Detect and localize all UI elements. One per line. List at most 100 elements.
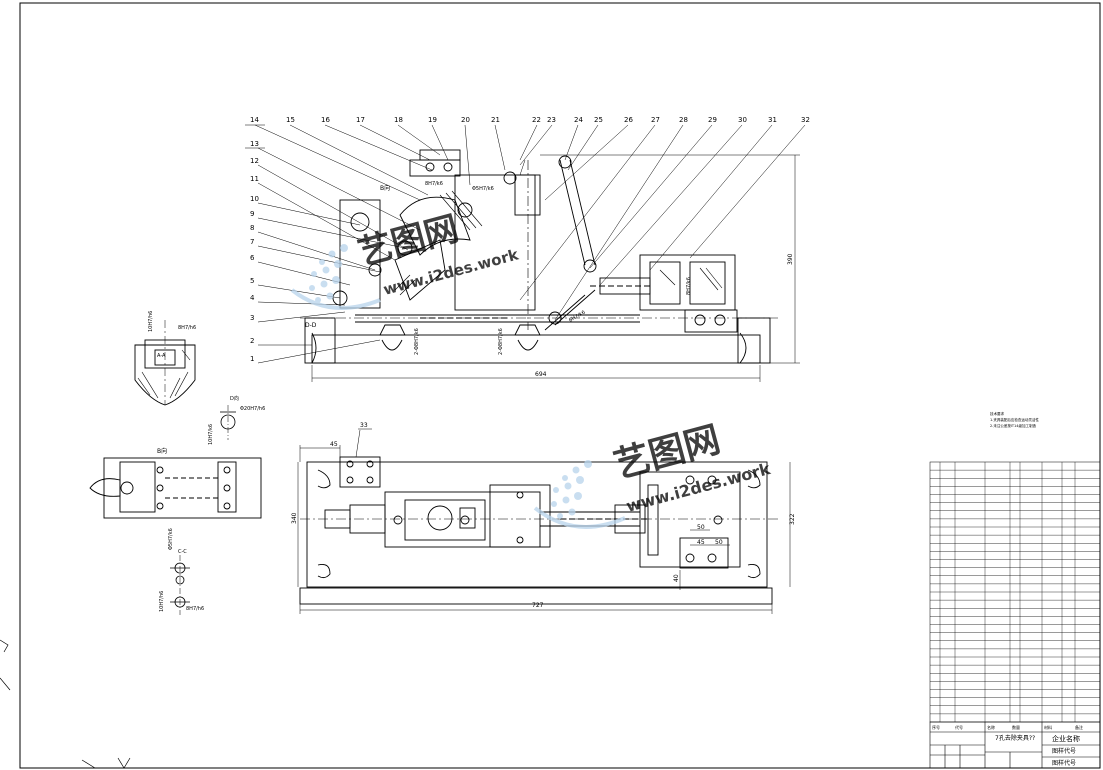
- section-cc-text: C-C Φ5H7/k6 10H7/h6 8H7/h6: [159, 528, 204, 612]
- label-bb-front: B向: [380, 184, 390, 192]
- fit-f4: 2-Φ8H7/k6: [498, 328, 504, 355]
- b-view-text: B向: [157, 447, 167, 455]
- balloon-33: 33: [360, 422, 368, 429]
- balloon-19: 19: [428, 116, 437, 124]
- balloon-labels-left: 13 12 11 10 9 8 7 6 5 4 3 2 1: [250, 140, 259, 363]
- b-view: [89, 457, 262, 519]
- balloon-9: 9: [250, 210, 254, 218]
- front-view-dimensions: [311, 154, 800, 382]
- balloon-11: 11: [250, 175, 259, 183]
- balloon-17: 17: [356, 116, 365, 124]
- watermark-upper: 艺图网 www.i2des.work: [290, 209, 521, 310]
- label-aa: A-A: [157, 353, 166, 359]
- fit-f7: 8H7/h6: [178, 325, 196, 331]
- balloon-1: 1: [250, 355, 254, 363]
- fit-f6-cc: 10H7/h6: [159, 591, 165, 612]
- balloon-32: 32: [801, 116, 810, 124]
- balloon-15: 15: [286, 116, 295, 124]
- fit-f6: 10H7/h6: [148, 311, 154, 332]
- fit-f9: 10H7/k6: [208, 424, 214, 445]
- dim-small-a: 45: [330, 441, 338, 448]
- bom-header-qty: 数量: [1012, 724, 1020, 730]
- balloon-21: 21: [491, 116, 500, 124]
- balloon-13: 13: [250, 140, 259, 148]
- balloon-14: 14: [250, 116, 259, 124]
- top-view-dimensions: [297, 445, 791, 614]
- label-bb: B向: [157, 447, 167, 455]
- balloon-22: 22: [532, 116, 541, 124]
- balloon-4: 4: [250, 294, 255, 302]
- balloon-18: 18: [394, 116, 403, 124]
- drawing-code-2: 图样代号: [1052, 759, 1076, 767]
- company-name: 企业名称: [1052, 734, 1080, 743]
- balloon-16: 16: [321, 116, 330, 124]
- fit-f2-cc: Φ5H7/k6: [168, 528, 174, 550]
- title-block: [929, 721, 1101, 769]
- balloon-30: 30: [738, 116, 747, 124]
- dim-small-d: 50: [697, 524, 705, 531]
- bom-rows: [930, 469, 1100, 715]
- front-view-dim-text: 694 390 B向 D-D 8H7/k6 Φ5H7/k6 2-Φ8H7/k6 …: [305, 181, 794, 378]
- balloon-8: 8: [250, 224, 254, 232]
- bom-header-material: 材料: [1044, 724, 1052, 730]
- dim-small-e: 40: [673, 574, 680, 582]
- dim-height-front: 390: [787, 253, 794, 265]
- balloon-26: 26: [624, 116, 633, 124]
- balloon-25: 25: [594, 116, 603, 124]
- d-view: [220, 405, 236, 440]
- fit-f2: Φ5H7/k6: [472, 186, 494, 192]
- fit-f8: Φ20H7/h6: [240, 406, 265, 412]
- tech-req-title: 技术要求: [990, 411, 1004, 416]
- balloon-20: 20: [461, 116, 470, 124]
- balloon-23: 23: [547, 116, 556, 124]
- bom-columns: [939, 462, 1076, 722]
- section-aa-text: 10H7/h6 8H7/h6 A-A: [148, 311, 196, 359]
- bom-header-code: 代号: [955, 724, 963, 730]
- fit-f7-cc: 8H7/h6: [186, 606, 204, 612]
- section-aa-view: [134, 320, 196, 406]
- drawing-frame: [19, 2, 1101, 769]
- balloon-28: 28: [679, 116, 688, 124]
- fit-f10: 8H7/k6: [686, 277, 692, 295]
- drawing-code-1: 图样代号: [1052, 747, 1076, 755]
- balloon-7: 7: [250, 238, 254, 246]
- bom-header-name: 名称: [987, 724, 995, 730]
- dim-small-b: 45: [697, 539, 705, 546]
- drawing-name: 7孔去除夹具??: [995, 734, 1035, 742]
- balloon-27: 27: [651, 116, 660, 124]
- section-aa-hatching: [137, 349, 191, 399]
- fit-f1: 8H7/k6: [425, 181, 443, 187]
- d-view-text: D向 Φ20H7/h6 10H7/k6: [208, 395, 265, 445]
- tech-req-line2: 2.未注公差按IT14级加工制造: [990, 423, 1036, 428]
- top-view: [299, 456, 780, 605]
- tech-req-line1: 1.夹具装配后应检查运动灵活性: [990, 417, 1039, 422]
- dim-overall-length-front: 694: [535, 371, 547, 378]
- dim-overall-length-top: 727: [532, 602, 544, 609]
- balloon-31: 31: [768, 116, 777, 124]
- bom-header-note: 备注: [1075, 724, 1083, 730]
- balloon-5: 5: [250, 277, 254, 285]
- balloon-10: 10: [250, 195, 259, 203]
- section-cc-view: [170, 555, 190, 615]
- fit-f3: 2-Φ8H7/k6: [414, 328, 420, 355]
- balloon-labels-top: 14 15 16 17 18 19 20 21 22 23 24 25 26 2…: [250, 116, 810, 124]
- tech-requirements: 技术要求 1.夹具装配后应检查运动灵活性 2.未注公差按IT14级加工制造: [990, 411, 1039, 428]
- title-block-text: 7孔去除夹具?? 企业名称 图样代号 图样代号 序号 代号 名称 数量 材料 备…: [932, 724, 1083, 767]
- balloon-29: 29: [708, 116, 717, 124]
- dim-small-c: 50: [715, 539, 723, 546]
- balloon-12: 12: [250, 157, 259, 165]
- front-view-hatching: [394, 190, 723, 296]
- label-cc: C-C: [178, 549, 187, 555]
- watermark-lower: 艺图网 www.i2des.work: [533, 419, 773, 529]
- dim-width-left: 340: [291, 512, 298, 524]
- balloon-3: 3: [250, 314, 254, 322]
- balloon-6: 6: [250, 254, 255, 262]
- top-view-dim-text: 727 340 322 45 45 50 50 40 33: [291, 422, 796, 609]
- balloon-2: 2: [250, 337, 254, 345]
- dim-width-right: 322: [789, 513, 796, 525]
- label-d-view: D向: [230, 395, 239, 402]
- corner-marks: [0, 639, 131, 769]
- leader-33: [355, 428, 372, 458]
- bom-header-no: 序号: [932, 724, 940, 730]
